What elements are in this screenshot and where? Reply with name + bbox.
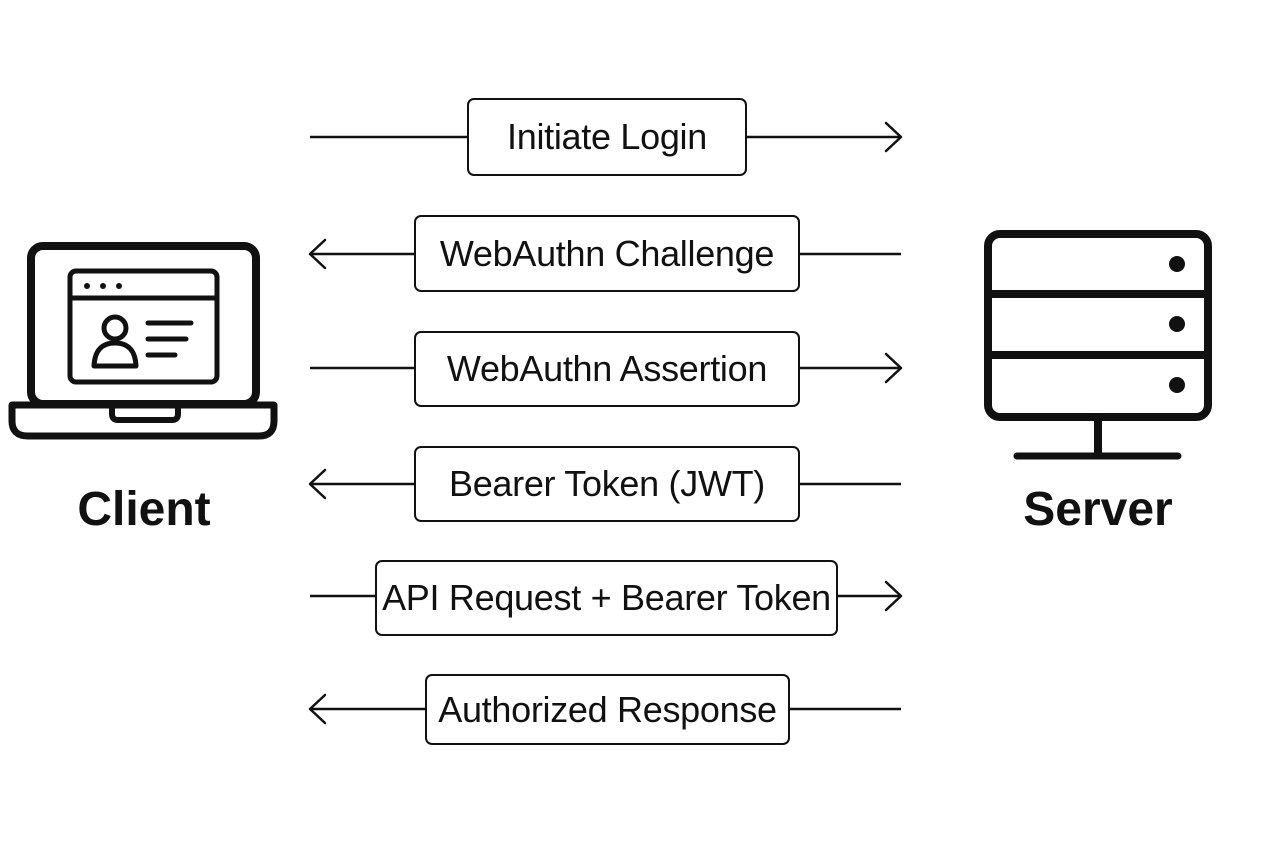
arrowhead-icon (884, 580, 903, 612)
arrowhead-icon (308, 468, 327, 500)
message-label-bearer-token: Bearer Token (JWT) (414, 446, 800, 522)
message-label-authorized-response: Authorized Response (425, 674, 790, 745)
laptop-user-icon (8, 242, 278, 440)
message-label-webauthn-challenge: WebAuthn Challenge (414, 215, 800, 292)
arrowhead-icon (308, 693, 327, 725)
server-rack-icon (984, 230, 1212, 460)
arrowhead-icon (884, 352, 903, 384)
message-label-webauthn-assertion: WebAuthn Assertion (414, 331, 800, 407)
message-label-api-request: API Request + Bearer Token (375, 560, 838, 636)
client-label: Client (77, 483, 211, 536)
message-label-initiate-login: Initiate Login (467, 98, 747, 176)
server-label: Server (1023, 483, 1173, 536)
arrowhead-icon (308, 238, 327, 270)
arrowhead-icon (884, 121, 903, 153)
